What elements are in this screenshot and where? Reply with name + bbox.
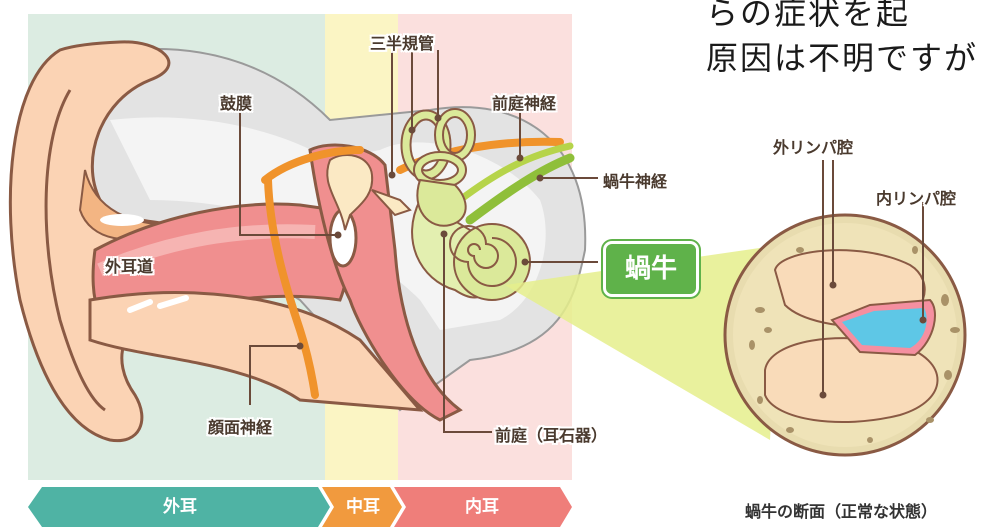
stapes (371, 189, 412, 217)
middle-ear-band (322, 487, 402, 527)
lower-canal-wall (88, 291, 424, 412)
label-perilymph-space: 外リンパ腔 (773, 138, 854, 157)
section-inner-ear: 内耳 (465, 497, 499, 517)
leader-dots (296, 114, 927, 399)
vestibular-nerve-green (456, 142, 574, 204)
facial-nerve-path (264, 176, 319, 399)
helix-fold (44, 89, 106, 412)
cochlear-nerve-path (465, 153, 575, 225)
label-cochlear-nerve: 蝸牛神経 (603, 172, 668, 191)
endolymph (842, 308, 927, 348)
label-vestibular-nerve: 前庭神経 (492, 94, 557, 113)
label-ear-canal: 外耳道 (105, 257, 154, 276)
label-semicircular-canals: 三半規管 (370, 34, 435, 53)
cochlea-badge: 蝸牛 (603, 241, 699, 297)
zoom-cone (505, 245, 780, 440)
cross-section-caption: 蝸牛の断面（正常な状態） (745, 502, 938, 521)
label-eardrum: 鼓膜 (220, 94, 253, 113)
label-facial-nerve: 顔面神経 (208, 418, 273, 437)
facial-nerve-upper (261, 146, 364, 184)
canal-shine (97, 224, 316, 277)
label-vestibule: 前庭（耳石器） (495, 426, 608, 445)
section-outer-ear: 外耳 (163, 497, 197, 517)
section-middle-ear: 中耳 (346, 497, 380, 517)
lower-shine (127, 295, 189, 313)
outer-ear-band (28, 487, 330, 527)
inner-ear-organ (400, 108, 531, 301)
cochlea-cross-section (723, 213, 967, 457)
paragraph-line-2: 原因は不明ですが (706, 39, 979, 77)
paragraph-line-1: らの症状を起 (706, 0, 911, 32)
concha-highlight (100, 214, 144, 226)
inner-ear-band (394, 487, 572, 527)
scala-tympani (764, 337, 939, 424)
label-endolymph-space: 内リンパ腔 (876, 189, 957, 208)
ossicles (326, 154, 374, 231)
leader-lines (239, 50, 924, 433)
